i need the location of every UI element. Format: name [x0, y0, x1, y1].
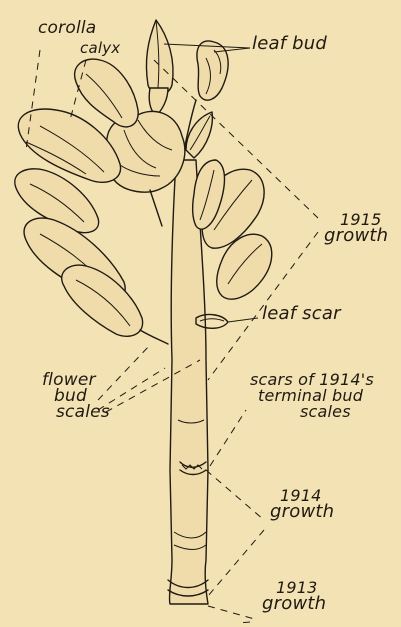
terminal-leaf-bud: [146, 20, 173, 116]
scales-terminal-label: scales: [300, 404, 351, 420]
leaf-bud-label: leaf bud: [252, 36, 327, 52]
growth-1914-word-label: growth: [270, 504, 334, 520]
leader-terminal-scars: [210, 410, 246, 466]
scales-label: scales: [56, 404, 110, 420]
corolla-label: corolla: [38, 20, 96, 36]
leader-1913: [208, 606, 258, 620]
growth-1913-word-label: growth: [262, 596, 326, 612]
small-leaf-bud: [186, 112, 212, 158]
leader-1914-upper: [206, 470, 264, 520]
calyx-label: calyx: [80, 40, 120, 56]
growth-1915-word-label: growth: [324, 228, 388, 244]
leader-leaf-scar: [228, 318, 258, 322]
left-flower-bud-1: [75, 59, 139, 127]
leaf-scar-label: leaf scar: [262, 306, 341, 322]
leader-1914-lower: [208, 530, 264, 596]
